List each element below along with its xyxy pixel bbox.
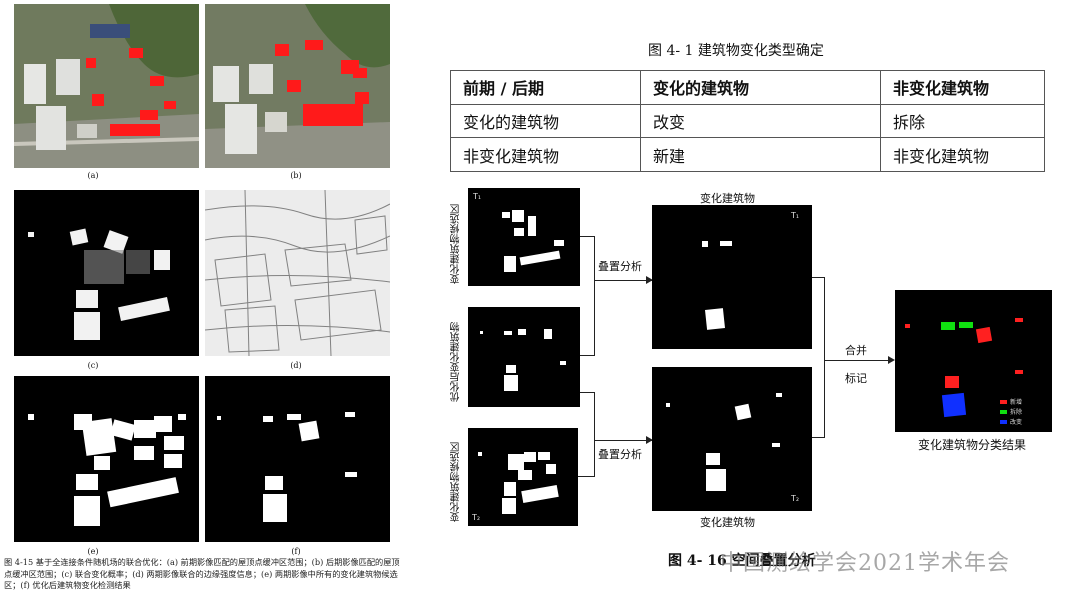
panel-b-satellite-image <box>205 4 390 168</box>
panel-d-edge-strength <box>205 190 390 356</box>
left-figure-caption: 图 4-15 基于全连接条件随机场的联合优化：(a) 前期影像匹配的屋顶点缓冲区… <box>4 557 400 590</box>
table-header-cell: 前期 / 后期 <box>450 70 641 105</box>
candidate-t1-image <box>468 188 580 286</box>
legend-swatch <box>1000 420 1007 424</box>
table-cell: 非变化建筑物 <box>880 137 1045 172</box>
watermark: 中国测绘学会2021学术年会 <box>720 551 1010 576</box>
result-title: 变化建筑物分类结果 <box>918 438 1027 452</box>
table-cell: 拆除 <box>880 103 1045 139</box>
table-header-row: 前期 / 后期 变化的建筑物 非变化建筑物 <box>450 70 1045 105</box>
panel-c-change-probability <box>14 190 199 356</box>
diagram-caption: 图 4- 16 空间叠置分析 <box>668 553 816 569</box>
legend-item-removed: 拆除 <box>1000 408 1050 418</box>
t2-mark-middle: T₂ <box>791 494 800 503</box>
change-type-table: 前期 / 后期 变化的建筑物 非变化建筑物 变化的建筑物 改变 拆除 非变化建筑… <box>450 70 1045 172</box>
t2-mark-left: T₂ <box>472 513 481 522</box>
panel-e-label: (e) <box>87 547 99 556</box>
panel-d-label: (d) <box>290 361 302 370</box>
table-cell: 新建 <box>640 137 881 172</box>
legend-item-new: 新增 <box>1000 398 1050 408</box>
table-title: 图 4- 1 建筑物变化类型确定 <box>648 43 824 59</box>
t1-mark-middle: T₁ <box>791 211 800 220</box>
merge-label: 合并 <box>845 344 867 357</box>
middle-top-title: 变化建筑物 <box>700 192 755 205</box>
table-row: 非变化建筑物 新建 非变化建筑物 <box>450 137 1045 172</box>
panel-a-label: (a) <box>87 171 99 180</box>
middle-bottom-title: 变化建筑物 <box>700 516 755 529</box>
table-header-cell: 非变化建筑物 <box>880 70 1045 105</box>
result-legend: 新增 拆除 改变 <box>1000 398 1050 428</box>
overlay-label-top: 叠置分析 <box>598 260 642 273</box>
classification-result-image <box>895 290 1052 432</box>
table-row: 变化的建筑物 改变 拆除 <box>450 103 1045 139</box>
table-header-cell: 变化的建筑物 <box>640 70 881 105</box>
change-building-t1-image <box>652 205 812 349</box>
legend-swatch <box>1000 410 1007 414</box>
panel-b-label: (b) <box>290 171 302 180</box>
panel-f-label: (f) <box>291 547 301 556</box>
optimized-change-image <box>468 307 580 407</box>
overlay-label-bottom: 叠置分析 <box>598 448 642 461</box>
panel-c-label: (c) <box>87 361 99 370</box>
legend-swatch <box>1000 400 1007 404</box>
panel-a-satellite-image <box>14 4 199 168</box>
t1-mark-left: T₁ <box>473 192 482 201</box>
candidate-t2-image <box>468 428 578 526</box>
left-label-candidate-t1: 变化建筑物候选区 <box>451 204 462 284</box>
left-label-optimized: 优化后变化建筑物 <box>451 322 462 402</box>
panel-f-optimized-result <box>205 376 390 542</box>
table-cell: 变化的建筑物 <box>450 103 641 139</box>
panel-e-change-candidates <box>14 376 199 542</box>
table-cell: 非变化建筑物 <box>450 137 641 172</box>
table-cell: 改变 <box>640 103 881 139</box>
change-building-t2-image <box>652 367 812 511</box>
legend-item-changed: 改变 <box>1000 418 1050 428</box>
mark-label: 标记 <box>845 372 867 385</box>
left-label-candidate-t2: 变化建筑物候选区 <box>451 442 462 522</box>
